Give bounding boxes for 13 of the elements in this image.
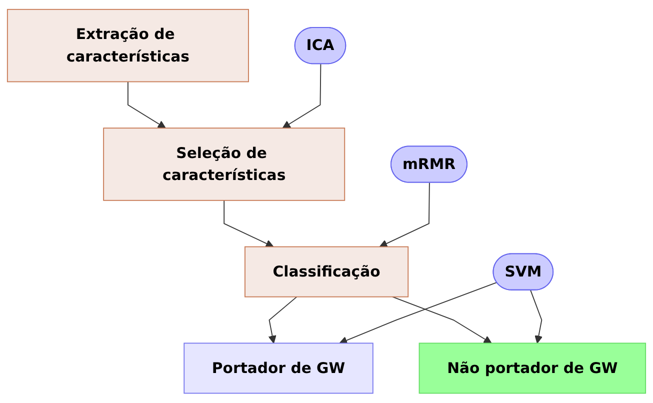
node-box: Não portador de GW <box>418 342 646 394</box>
arrow <box>268 296 298 344</box>
arrow <box>379 182 430 248</box>
node-box: Classificação <box>244 246 409 298</box>
arrow <box>339 282 498 344</box>
arrow <box>127 81 166 129</box>
arrow <box>530 290 543 344</box>
node-box: Portador de GW <box>184 342 374 394</box>
arrow <box>282 64 322 129</box>
node-box: Seleção de características <box>103 128 346 202</box>
arrow <box>392 296 492 344</box>
node-box: Extração de características <box>6 9 249 82</box>
arrow <box>224 200 274 248</box>
